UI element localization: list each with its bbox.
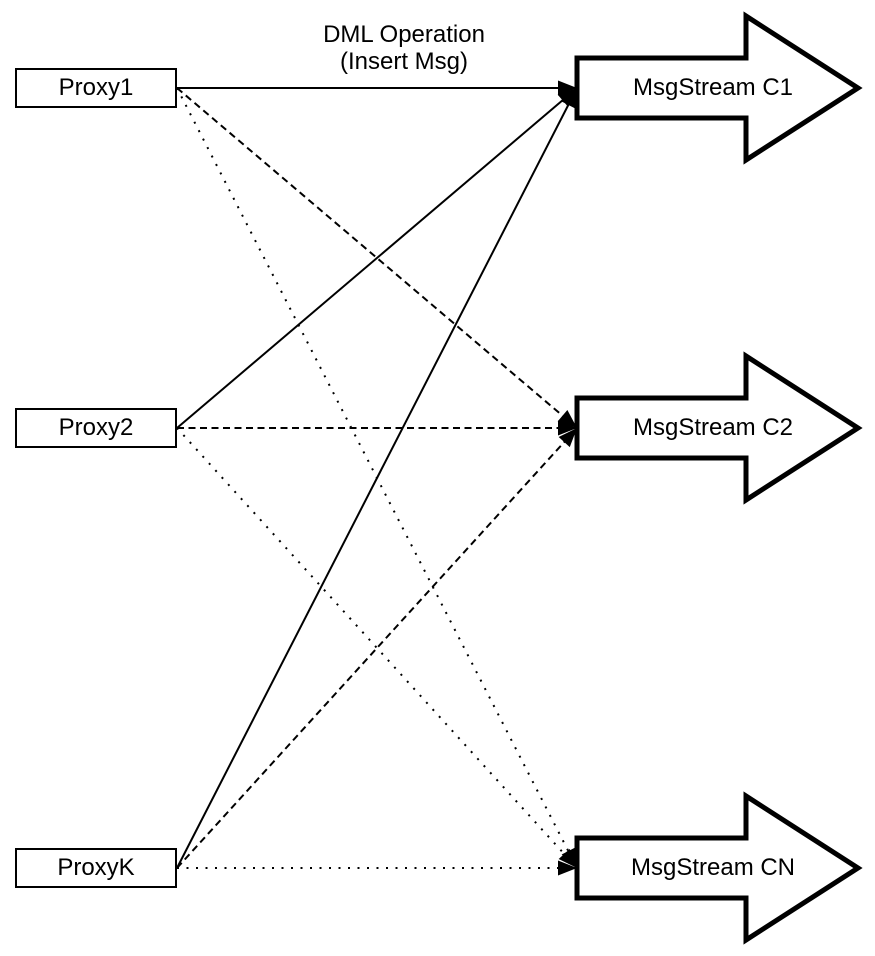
edge-arrowhead-proxy2-cn [558,848,577,868]
proxyk-label: ProxyK [57,854,135,881]
msgstream-c1-label: MsgStream C1 [632,74,794,101]
proxy-node-proxy1: Proxy1 [15,68,177,108]
edge-proxy2-cn-dotted [176,427,578,869]
annotation-line-1: DML Operation [323,21,485,48]
msgstream-c2-label: MsgStream C2 [632,414,794,441]
edge-arrowhead-proxy2-c2 [558,420,577,436]
edge-proxyk-c2-dashed [176,427,578,869]
stream-label-c1: MsgStream C1 [633,74,793,102]
edge-arrowhead-proxy1-c1 [558,80,577,96]
annotation-line-2: (Insert Msg) [339,48,469,75]
proxy1-label: Proxy1 [58,74,134,101]
block-arrow-c1 [574,11,863,165]
edge-proxyk-c1-solid [176,87,578,869]
proxy2-label: Proxy2 [58,414,134,441]
stream-label-cn: MsgStream CN [631,854,795,882]
block-arrow-c2 [574,351,863,505]
edge-proxy2-c1-solid [176,87,578,429]
msgstream-cn-label: MsgStream CN [630,854,796,881]
edge-proxy1-c2-dashed [176,87,578,429]
block-arrow-cn [574,791,863,945]
edge-label-dml-operation: DML Operation (Insert Msg) [323,21,485,75]
edge-arrowhead-proxyk-cn [558,860,577,876]
edge-arrowhead-proxyk-c1 [561,88,577,109]
proxy-node-proxyk: ProxyK [15,848,177,888]
stream-label-c2: MsgStream C2 [633,414,793,442]
proxy-node-proxy2: Proxy2 [15,408,177,448]
edge-arrowhead-proxyk-c2 [558,428,577,448]
edge-arrowhead-proxy1-c2 [557,409,577,428]
